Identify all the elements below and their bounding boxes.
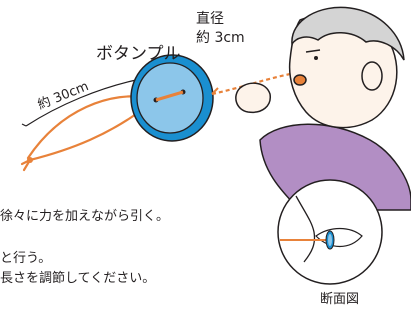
- instruction-line-2: と行う。: [0, 251, 52, 266]
- instruction-line-3: 長さを調節してください。: [0, 271, 156, 286]
- diameter-value: 約 3cm: [196, 30, 245, 46]
- diameter-label: 直径: [196, 11, 224, 27]
- button-pull: [130, 54, 214, 142]
- instruction-line-1: 徐々に力を加えながら引く。: [0, 209, 170, 224]
- cross-section-diagram: [277, 179, 383, 285]
- knot: [27, 157, 33, 163]
- string-to-mouth: [211, 72, 291, 96]
- button-pull-label: ボタンプル: [96, 44, 181, 64]
- elderly-person: [235, 6, 411, 211]
- cross-section-label: 断面図: [320, 292, 360, 307]
- length-bracket: [25, 79, 137, 127]
